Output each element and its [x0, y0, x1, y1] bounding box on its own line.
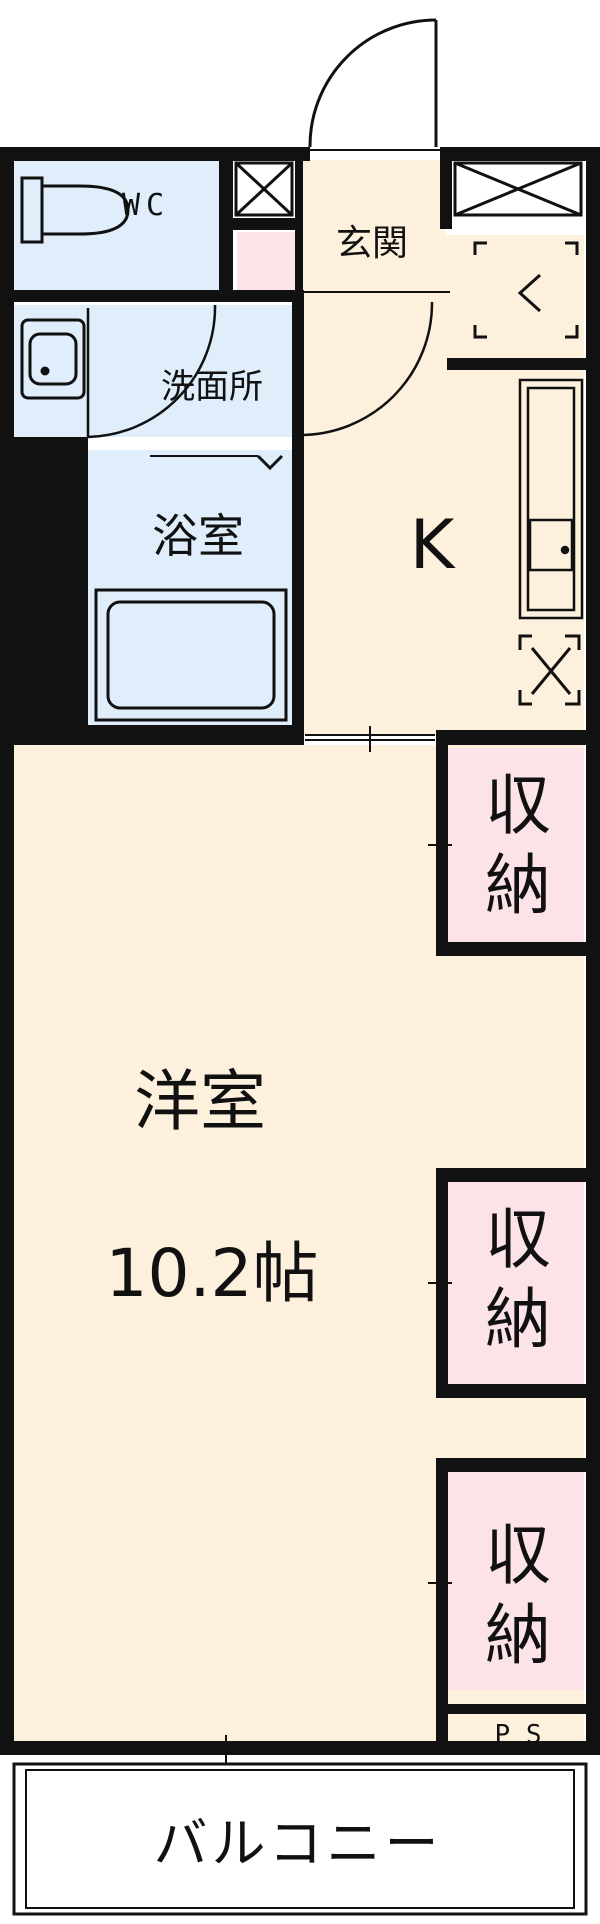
entrance-door [300, 18, 440, 151]
bath-label: 浴室 [152, 509, 244, 563]
wc-floor [14, 160, 219, 292]
storage-3-door [428, 1475, 452, 1700]
pink-tile [237, 232, 297, 290]
storage-1-door [428, 752, 452, 940]
storage-2-label-top: 収 [485, 1201, 551, 1278]
ps-label: P S [495, 1720, 542, 1750]
kitchen-sliding-door [305, 726, 435, 752]
storage-3-label-bottom: 納 [485, 1597, 551, 1674]
washroom-label: 洗面所 [161, 367, 263, 407]
pipe-shaft-right [453, 161, 583, 217]
balcony-sliding-window [80, 1735, 375, 1765]
storage-1-floor [446, 748, 584, 943]
balcony-outline [12, 1762, 588, 1916]
toilet-icon [20, 176, 130, 244]
storage-1-label-top: 収 [485, 767, 551, 844]
balcony-label: バルコニー [154, 1812, 443, 1875]
entrance-floor [300, 160, 445, 292]
western-room-size: 10.2帖 [106, 1235, 319, 1312]
pipe-shaft-left [234, 161, 294, 217]
storage-2-floor [446, 1175, 584, 1385]
washbasin-icon [20, 318, 86, 400]
storage-2-door [428, 1185, 452, 1382]
wc-label: WC [122, 188, 170, 223]
bathtub-icon [94, 454, 288, 722]
storage-3-floor [446, 1470, 584, 1690]
range-space [518, 634, 581, 706]
storage-2-label-bottom: 納 [485, 1281, 551, 1358]
storage-3-label-top: 収 [485, 1517, 551, 1594]
storage-1-label-bottom: 納 [485, 847, 551, 924]
washroom-door [86, 295, 434, 439]
walls [0, 147, 600, 1755]
kitchen-counter [518, 378, 584, 620]
western-room-label: 洋室 [134, 1063, 266, 1140]
fridge-space [473, 241, 579, 339]
kitchen-label: K [410, 506, 457, 585]
entrance-label: 玄関 [336, 223, 408, 264]
